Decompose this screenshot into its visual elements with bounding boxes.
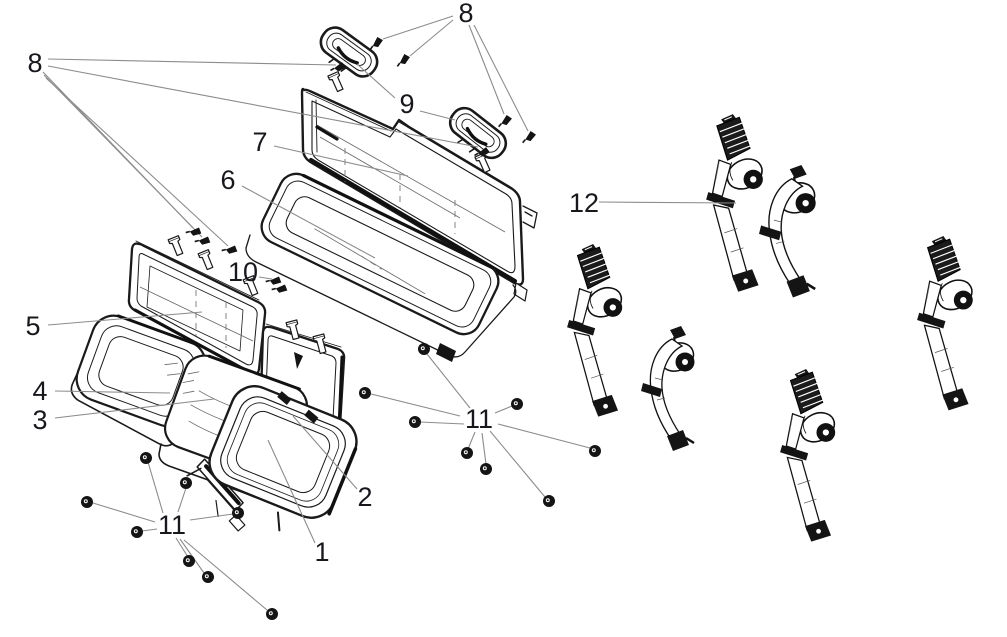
back-panel-stud	[167, 235, 186, 258]
leader-line	[468, 24, 505, 115]
leader-line	[598, 201, 737, 204]
leader-line	[273, 145, 409, 177]
bolt	[140, 452, 152, 464]
screw	[396, 54, 410, 67]
callout-label: 2	[357, 482, 372, 512]
leader-line	[47, 65, 479, 148]
bolt	[266, 608, 278, 620]
screw	[185, 227, 202, 236]
leader-line	[467, 431, 476, 450]
leader-line	[141, 528, 158, 532]
bolt	[180, 477, 192, 489]
bolt	[480, 463, 492, 475]
leader-line	[494, 405, 513, 414]
screw	[330, 62, 346, 72]
leader-lines-layer	[42, 15, 737, 611]
leader-line	[258, 276, 273, 280]
callout-label: 4	[32, 376, 47, 406]
bolt	[202, 571, 214, 583]
leader-line	[481, 432, 487, 465]
leader-line	[419, 421, 465, 425]
seat-belt-retractor	[916, 235, 978, 412]
callout-label: 10	[228, 257, 258, 287]
callout-label: 1	[314, 537, 329, 567]
callout-label: 6	[220, 165, 235, 195]
bolt	[131, 526, 143, 538]
leader-line	[489, 430, 546, 498]
seat-back-left	[127, 235, 267, 376]
leader-line	[183, 539, 268, 611]
callout-label: 3	[32, 405, 47, 435]
frame-screw	[294, 352, 303, 369]
callout-label: 5	[25, 311, 40, 341]
leader-line	[92, 502, 156, 523]
rear-seat-back-panel	[300, 71, 538, 302]
leader-line	[177, 487, 187, 513]
screw	[271, 284, 288, 293]
leader-line	[382, 15, 454, 40]
leader-line	[409, 19, 454, 57]
leader-line	[47, 311, 203, 326]
screw	[522, 131, 536, 144]
callout-label: 8	[27, 48, 42, 78]
screw	[194, 236, 211, 245]
callout-label: 11	[158, 510, 186, 540]
bolt	[81, 496, 93, 508]
screw	[474, 147, 490, 157]
leader-line	[292, 415, 358, 490]
callout-label: 12	[569, 188, 599, 218]
seat-bottom-frame-right	[186, 385, 358, 532]
seat-belt-retractor	[566, 243, 628, 418]
leader-line	[189, 513, 234, 521]
back-panel-stud	[327, 71, 346, 94]
leader-line	[356, 63, 396, 99]
leader-line	[370, 393, 461, 417]
bolt	[183, 555, 195, 567]
callout-label: 9	[399, 89, 414, 119]
leader-line	[45, 77, 229, 247]
bolt	[589, 445, 601, 457]
callout-label: 8	[458, 0, 473, 28]
leader-line	[473, 24, 529, 132]
callout-label: 11	[465, 404, 493, 434]
bolt	[232, 507, 244, 519]
screw	[221, 245, 238, 254]
bolt	[418, 343, 430, 355]
seat-belt-latch	[757, 163, 821, 299]
bolt	[409, 416, 421, 428]
screw	[369, 37, 383, 50]
leader-line	[47, 58, 337, 66]
bolt	[543, 495, 555, 507]
bolt	[461, 447, 473, 459]
leader-line	[43, 74, 203, 238]
seat-belt-retractor	[779, 368, 841, 543]
leader-line	[147, 461, 164, 514]
fasteners-layer	[81, 37, 601, 620]
leader-line	[426, 353, 471, 409]
leader-line	[419, 110, 456, 121]
rear-seat-cushion	[245, 172, 517, 362]
leader-line	[267, 439, 316, 544]
seat-belt-latch	[639, 324, 700, 453]
screw	[265, 276, 282, 285]
bolt	[359, 387, 371, 399]
back-panel-stud	[197, 249, 216, 272]
bolt	[511, 398, 523, 410]
cushion-corner-bracket	[436, 343, 456, 362]
leader-line	[54, 398, 215, 419]
callout-label: 7	[252, 127, 267, 157]
screw	[498, 115, 512, 128]
leader-line	[497, 423, 591, 449]
leader-line	[54, 390, 171, 394]
leader-line	[241, 185, 376, 259]
leader-line	[175, 537, 189, 558]
